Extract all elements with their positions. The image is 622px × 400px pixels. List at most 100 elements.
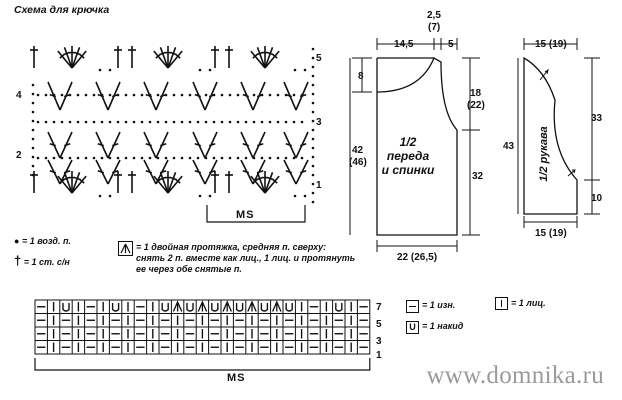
chain-stitch — [204, 93, 208, 97]
yarn-over-cell — [260, 303, 269, 312]
chain-stitch — [52, 156, 56, 160]
chain-stitch — [293, 68, 297, 72]
chain-stitch — [236, 120, 240, 124]
chain-stitch — [268, 156, 272, 160]
shell-stitch — [153, 171, 183, 194]
chain-stitch — [252, 93, 256, 97]
chain-stitch — [228, 156, 232, 160]
chain-stitch — [68, 93, 72, 97]
legend-chain-text: = 1 возд. п. — [21, 236, 71, 246]
chain-stitch — [36, 93, 40, 97]
chain-stitch — [108, 120, 112, 124]
chain-stitch — [204, 156, 208, 160]
yarn-over-cell — [335, 303, 343, 312]
yarn-over-cell — [235, 303, 244, 312]
v-stitch — [143, 131, 169, 159]
chain-stitch — [164, 156, 168, 160]
row-number-4: 4 — [16, 90, 22, 101]
v-stitch — [95, 159, 121, 185]
chain-stitch — [311, 137, 315, 141]
knit-row-7: 7 — [376, 302, 382, 313]
legend-double-decrease: = 1 двойная протяжка, средняя п. сверху:… — [136, 242, 356, 274]
chain-stitch — [156, 156, 160, 160]
chain-stitch — [31, 119, 35, 123]
chain-stitch — [244, 93, 248, 97]
chain-stitch — [311, 128, 315, 132]
chain-stitch — [100, 93, 104, 97]
chain-stitch — [311, 56, 315, 60]
chain-stitch — [31, 146, 35, 150]
chain-stitch — [124, 120, 128, 124]
chain-stitch — [196, 93, 200, 97]
chain-stitch — [212, 120, 216, 124]
yarn-over-cell — [285, 303, 293, 312]
shell-stitch — [57, 46, 87, 69]
sleeve-bottom-dimension — [523, 216, 578, 228]
row-number-2: 2 — [16, 150, 22, 161]
chain-stitch — [292, 156, 296, 160]
chain-stitch — [204, 120, 208, 124]
legend-dc-text: = 1 ст. с/н — [23, 257, 70, 267]
sleeve-total-dim: 43 — [503, 141, 515, 152]
dc-stitch — [128, 46, 136, 68]
chain-stitch — [148, 156, 152, 160]
double-decrease-symbol-icon — [118, 241, 133, 256]
chain-stitch — [311, 173, 315, 177]
sleeve-outline — [523, 56, 578, 215]
knit-repeat-bracket — [34, 358, 371, 371]
chain-stitch — [311, 47, 315, 51]
v-stitch — [283, 131, 309, 159]
shell-stitch — [250, 171, 280, 194]
double-decrease-cell — [172, 300, 183, 312]
chain-stitch — [268, 93, 272, 97]
chain-stitch — [108, 68, 112, 72]
v-stitch — [240, 159, 266, 185]
knit-symbol-icon — [495, 297, 508, 310]
chain-stitch — [36, 120, 40, 124]
body-piece-label: 1/2 переда и спинки — [375, 135, 441, 177]
chain-stitch — [148, 93, 152, 97]
v-stitch — [47, 131, 73, 159]
chain-stitch — [228, 93, 232, 97]
chain-stitch — [92, 156, 96, 160]
chain-stitch — [311, 119, 315, 123]
total-length-dim-b: (46) — [349, 157, 367, 168]
sleeve-piece-label: 1/2 рукава — [538, 126, 550, 182]
chain-stitch — [188, 156, 192, 160]
legend-dc: † = 1 ст. с/н — [14, 254, 70, 268]
chain-stitch — [84, 120, 88, 124]
side-dimension — [462, 130, 480, 236]
chain-stitch — [116, 120, 120, 124]
chain-stitch — [44, 156, 48, 160]
knit-row-5: 5 — [376, 319, 382, 330]
chain-stitch — [31, 173, 35, 177]
chain-stitch — [252, 120, 256, 124]
chain-stitch — [292, 120, 296, 124]
chain-stitch — [293, 194, 297, 198]
chain-stitch — [172, 156, 176, 160]
chain-stitch — [92, 93, 96, 97]
double-decrease-cell — [197, 300, 208, 312]
neck-offset-dim: 2,5 — [427, 10, 441, 21]
chain-stitch — [300, 93, 304, 97]
chain-stitch — [236, 156, 240, 160]
neck-depth-dim: 8 — [358, 71, 364, 82]
chain-stitch — [68, 120, 72, 124]
chain-stitch — [98, 68, 102, 72]
chain-stitch — [31, 128, 35, 132]
chain-stitch — [188, 120, 192, 124]
v-stitch — [47, 81, 73, 111]
v-stitch — [95, 81, 121, 111]
shell-stitch — [250, 46, 280, 69]
chain-stitch — [36, 156, 40, 160]
chain-stitch — [108, 156, 112, 160]
chain-stitch — [44, 93, 48, 97]
armhole-dimension — [462, 57, 480, 131]
chain-stitch — [52, 120, 56, 124]
chain-stitch — [284, 156, 288, 160]
chain-stitch — [124, 93, 128, 97]
side-length-dim: 32 — [472, 171, 484, 182]
chain-stitch — [100, 156, 104, 160]
chain-stitch — [31, 92, 35, 96]
chain-stitch — [108, 194, 112, 198]
